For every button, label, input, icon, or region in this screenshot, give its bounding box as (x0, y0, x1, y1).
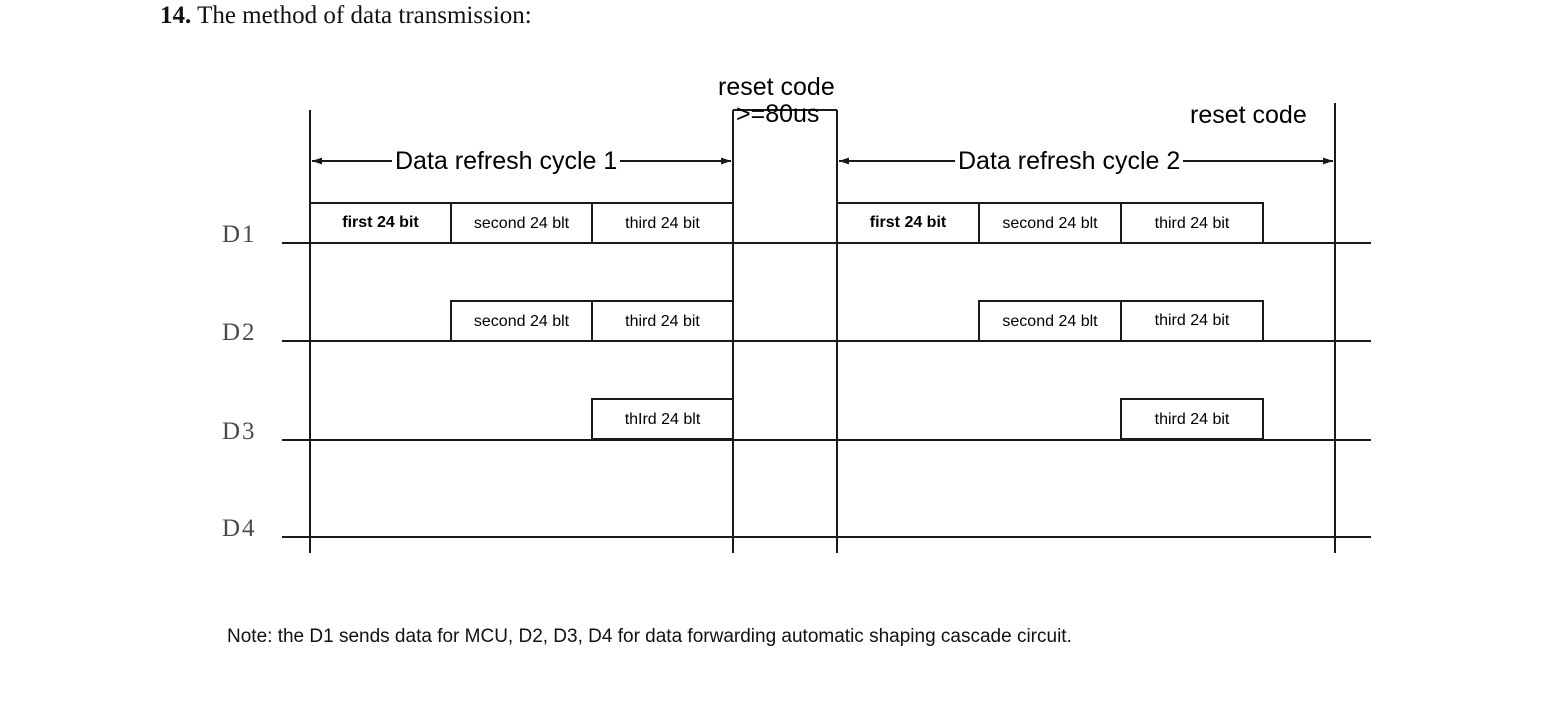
reset-code-duration: >=80us (736, 100, 820, 128)
cell-cycle1-d1-0: first 24 bit (342, 214, 419, 231)
diagram-vector-layer (282, 103, 1371, 553)
cycle-1-label: Data refresh cycle 1 (392, 147, 621, 176)
cell-cycle2-d1-1: second 24 blt (1002, 215, 1098, 232)
channel-label-d1: D1 (222, 221, 257, 248)
cell-cycle2-d1-2: third 24 bit (1154, 215, 1230, 232)
timing-diagram: D1 D2 D3 D4 reset code >=80us reset code… (222, 73, 1371, 553)
question-text: The method of data transmission: (197, 2, 532, 29)
cell-cycle1-d3-0: thIrd 24 blt (624, 411, 701, 428)
cell-cycle1-d1-1: second 24 blt (473, 215, 570, 232)
cell-cycle1-d1-2: third 24 bit (625, 215, 700, 232)
question-number: 14. (160, 2, 192, 29)
question-heading: 14. The method of data transmission: (160, 2, 532, 30)
cell-cycle2-d3-0: third 24 bit (1154, 411, 1230, 428)
reset-code-right-label: reset code (1190, 101, 1307, 129)
channel-label-d3: D3 (222, 418, 257, 445)
channel-label-d4: D4 (222, 515, 257, 542)
cell-cycle2-d2-1: third 24 bit (1154, 312, 1230, 329)
cell-cycle1-d2-0: second 24 blt (473, 313, 570, 330)
cell-cycle1-d2-1: third 24 bit (625, 313, 700, 330)
cell-cycle2-d1-0: first 24 bit (869, 214, 947, 231)
cycle-2-label: Data refresh cycle 2 (955, 147, 1184, 176)
footer-note: Note: the D1 sends data for MCU, D2, D3,… (227, 626, 1072, 647)
reset-code-top-label: reset code (718, 73, 835, 101)
channel-label-d2: D2 (222, 319, 257, 346)
cell-cycle2-d2-0: second 24 blt (1002, 313, 1098, 330)
